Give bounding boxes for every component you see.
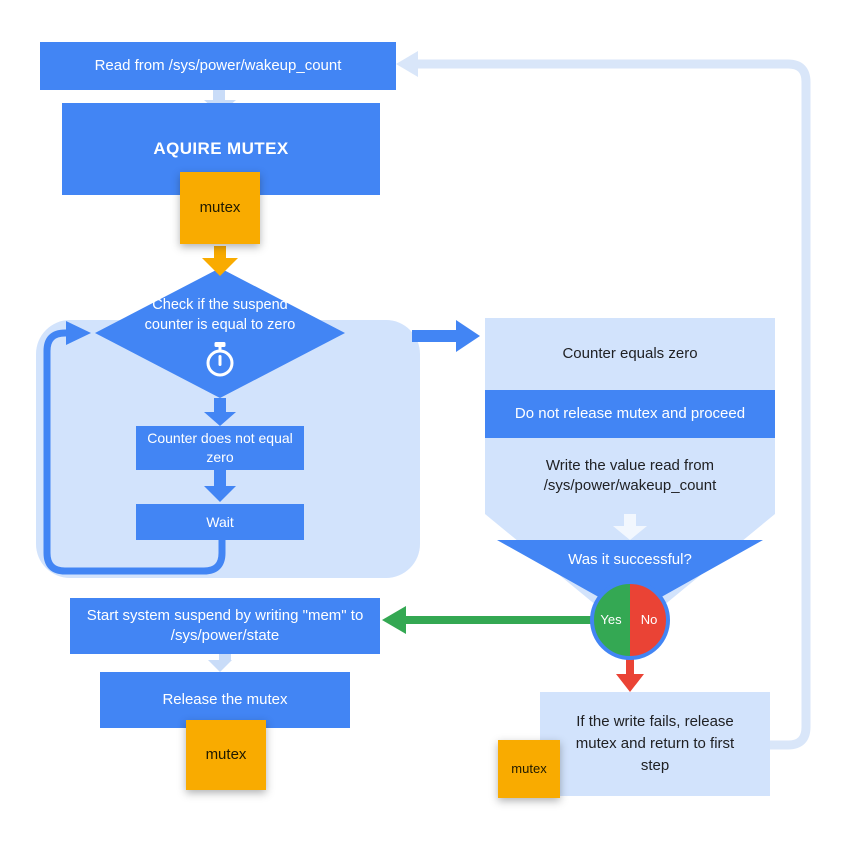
arrow-check-to-counter-not-zero — [204, 398, 236, 426]
return-to-start-connector — [396, 51, 811, 750]
counter-not-zero-box: Counter does not equal zero — [136, 426, 304, 470]
start-suspend-box: Start system suspend by writing "mem" to… — [70, 598, 380, 654]
no-label: No — [640, 612, 658, 628]
loop-back-connector — [43, 321, 226, 575]
write-fails-box: If the write fails, release mutex and re… — [540, 692, 770, 796]
do-not-release-box: Do not release mutex and proceed — [485, 390, 775, 438]
read-wakeup-count-box: Read from /sys/power/wakeup_count — [40, 42, 396, 90]
arrow-no-red — [616, 656, 644, 692]
arrow-counter-not-zero-to-wait — [204, 470, 236, 502]
arrow-start-to-release — [208, 654, 232, 672]
was-successful-label: Was it successful? — [568, 550, 692, 568]
check-counter-diamond — [95, 268, 345, 398]
yes-label: Yes — [600, 612, 622, 628]
success-funnel — [497, 540, 763, 600]
release-mutex-box: Release the mutex — [100, 672, 350, 728]
arrow-yes-green — [382, 606, 592, 634]
write-value-label: Write the value read from /sys/power/wak… — [543, 456, 717, 494]
mutex-tag-release: mutex — [186, 720, 266, 790]
arrow-write-to-success — [613, 514, 647, 540]
counter-equals-zero-label: Counter equals zero — [562, 344, 698, 362]
arrow-check-to-panel — [412, 320, 480, 352]
wait-box: Wait — [136, 504, 304, 540]
decision-circle — [590, 580, 670, 660]
check-counter-label: Check if the suspend counter is equal to… — [144, 297, 296, 333]
arrow-mutex-to-check — [202, 246, 238, 276]
mutex-tag-fail: mutex — [498, 740, 560, 798]
mutex-tag-acquire: mutex — [180, 172, 260, 244]
stopwatch-icon — [206, 342, 234, 377]
